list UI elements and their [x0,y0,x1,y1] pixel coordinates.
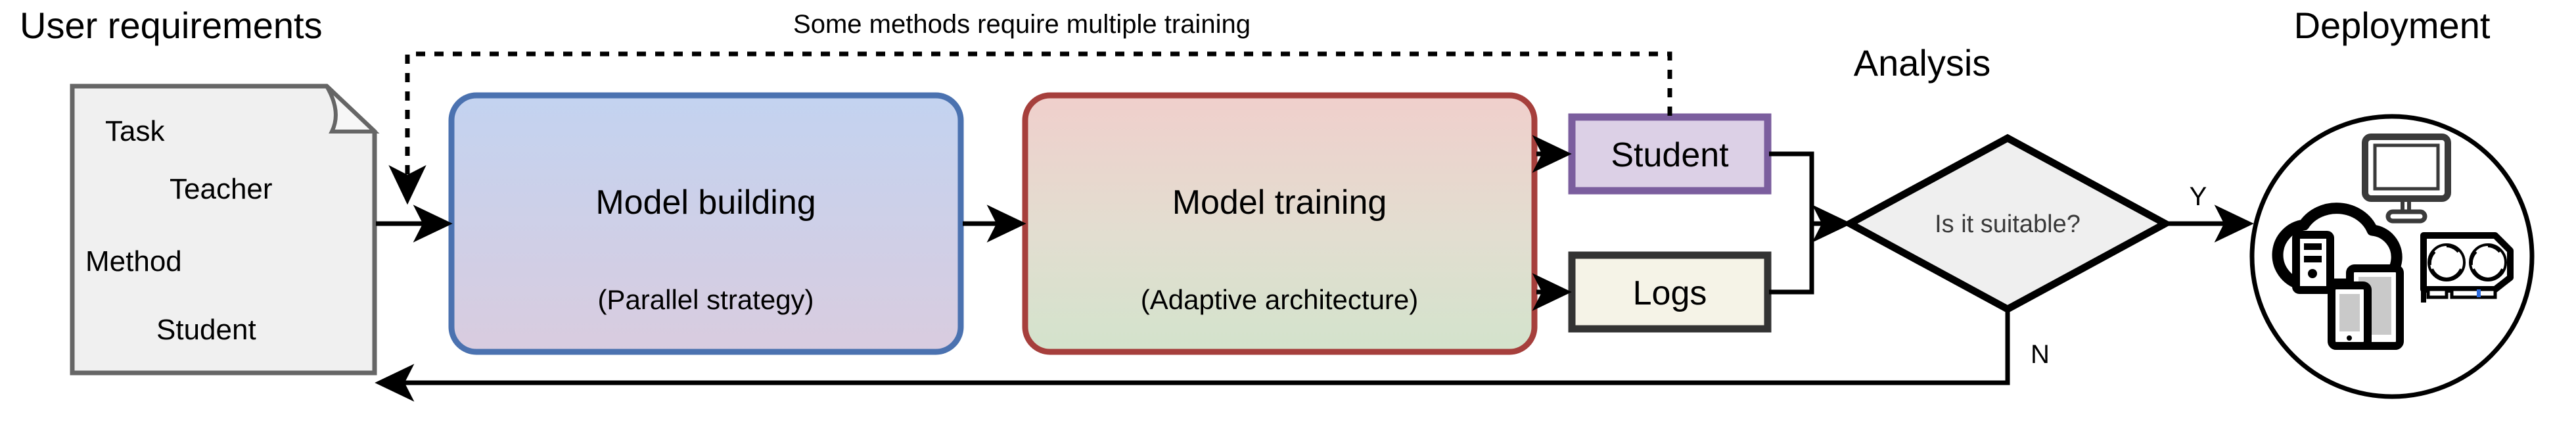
output-label-logs: Logs [1633,274,1707,312]
stage-title-model-training: Model training [1172,183,1387,222]
edge-decision-no-feedback [375,309,2010,402]
branch-label-yes: Y [2190,182,2207,211]
edge-student-merge [1769,151,1814,224]
output-student[interactable] [1568,113,1772,195]
note-item-teacher: Teacher [170,173,273,205]
gpu-card-icon [2420,232,2514,303]
stage-title-model-building: Model building [595,183,816,222]
note-folded-corner [325,84,380,134]
stage-subtitle-model-building: (Parallel strategy) [597,284,814,315]
stage-subtitle-model-training: (Adaptive architecture) [1141,284,1419,315]
section-label-analysis: Analysis [1854,42,1991,84]
edge-label-retrain: Some methods require multiple training [793,10,1251,39]
mobile-tablet-icon [2328,264,2404,350]
page-title-user-requirements: User requirements [20,5,323,46]
edge-logs-merge [1769,224,1814,295]
branch-label-no: N [2031,340,2050,369]
note-item-method: Method [85,245,182,278]
requirements-note [70,84,380,376]
decision-label: Is it suitable? [1935,210,2081,238]
note-item-task: Task [105,115,165,147]
note-body [70,84,377,376]
output-label-student: Student [1611,136,1729,174]
note-item-student: Student [156,314,256,346]
section-label-deployment: Deployment [2294,5,2491,46]
output-logs[interactable] [1568,251,1772,333]
monitor-icon [2362,134,2451,224]
